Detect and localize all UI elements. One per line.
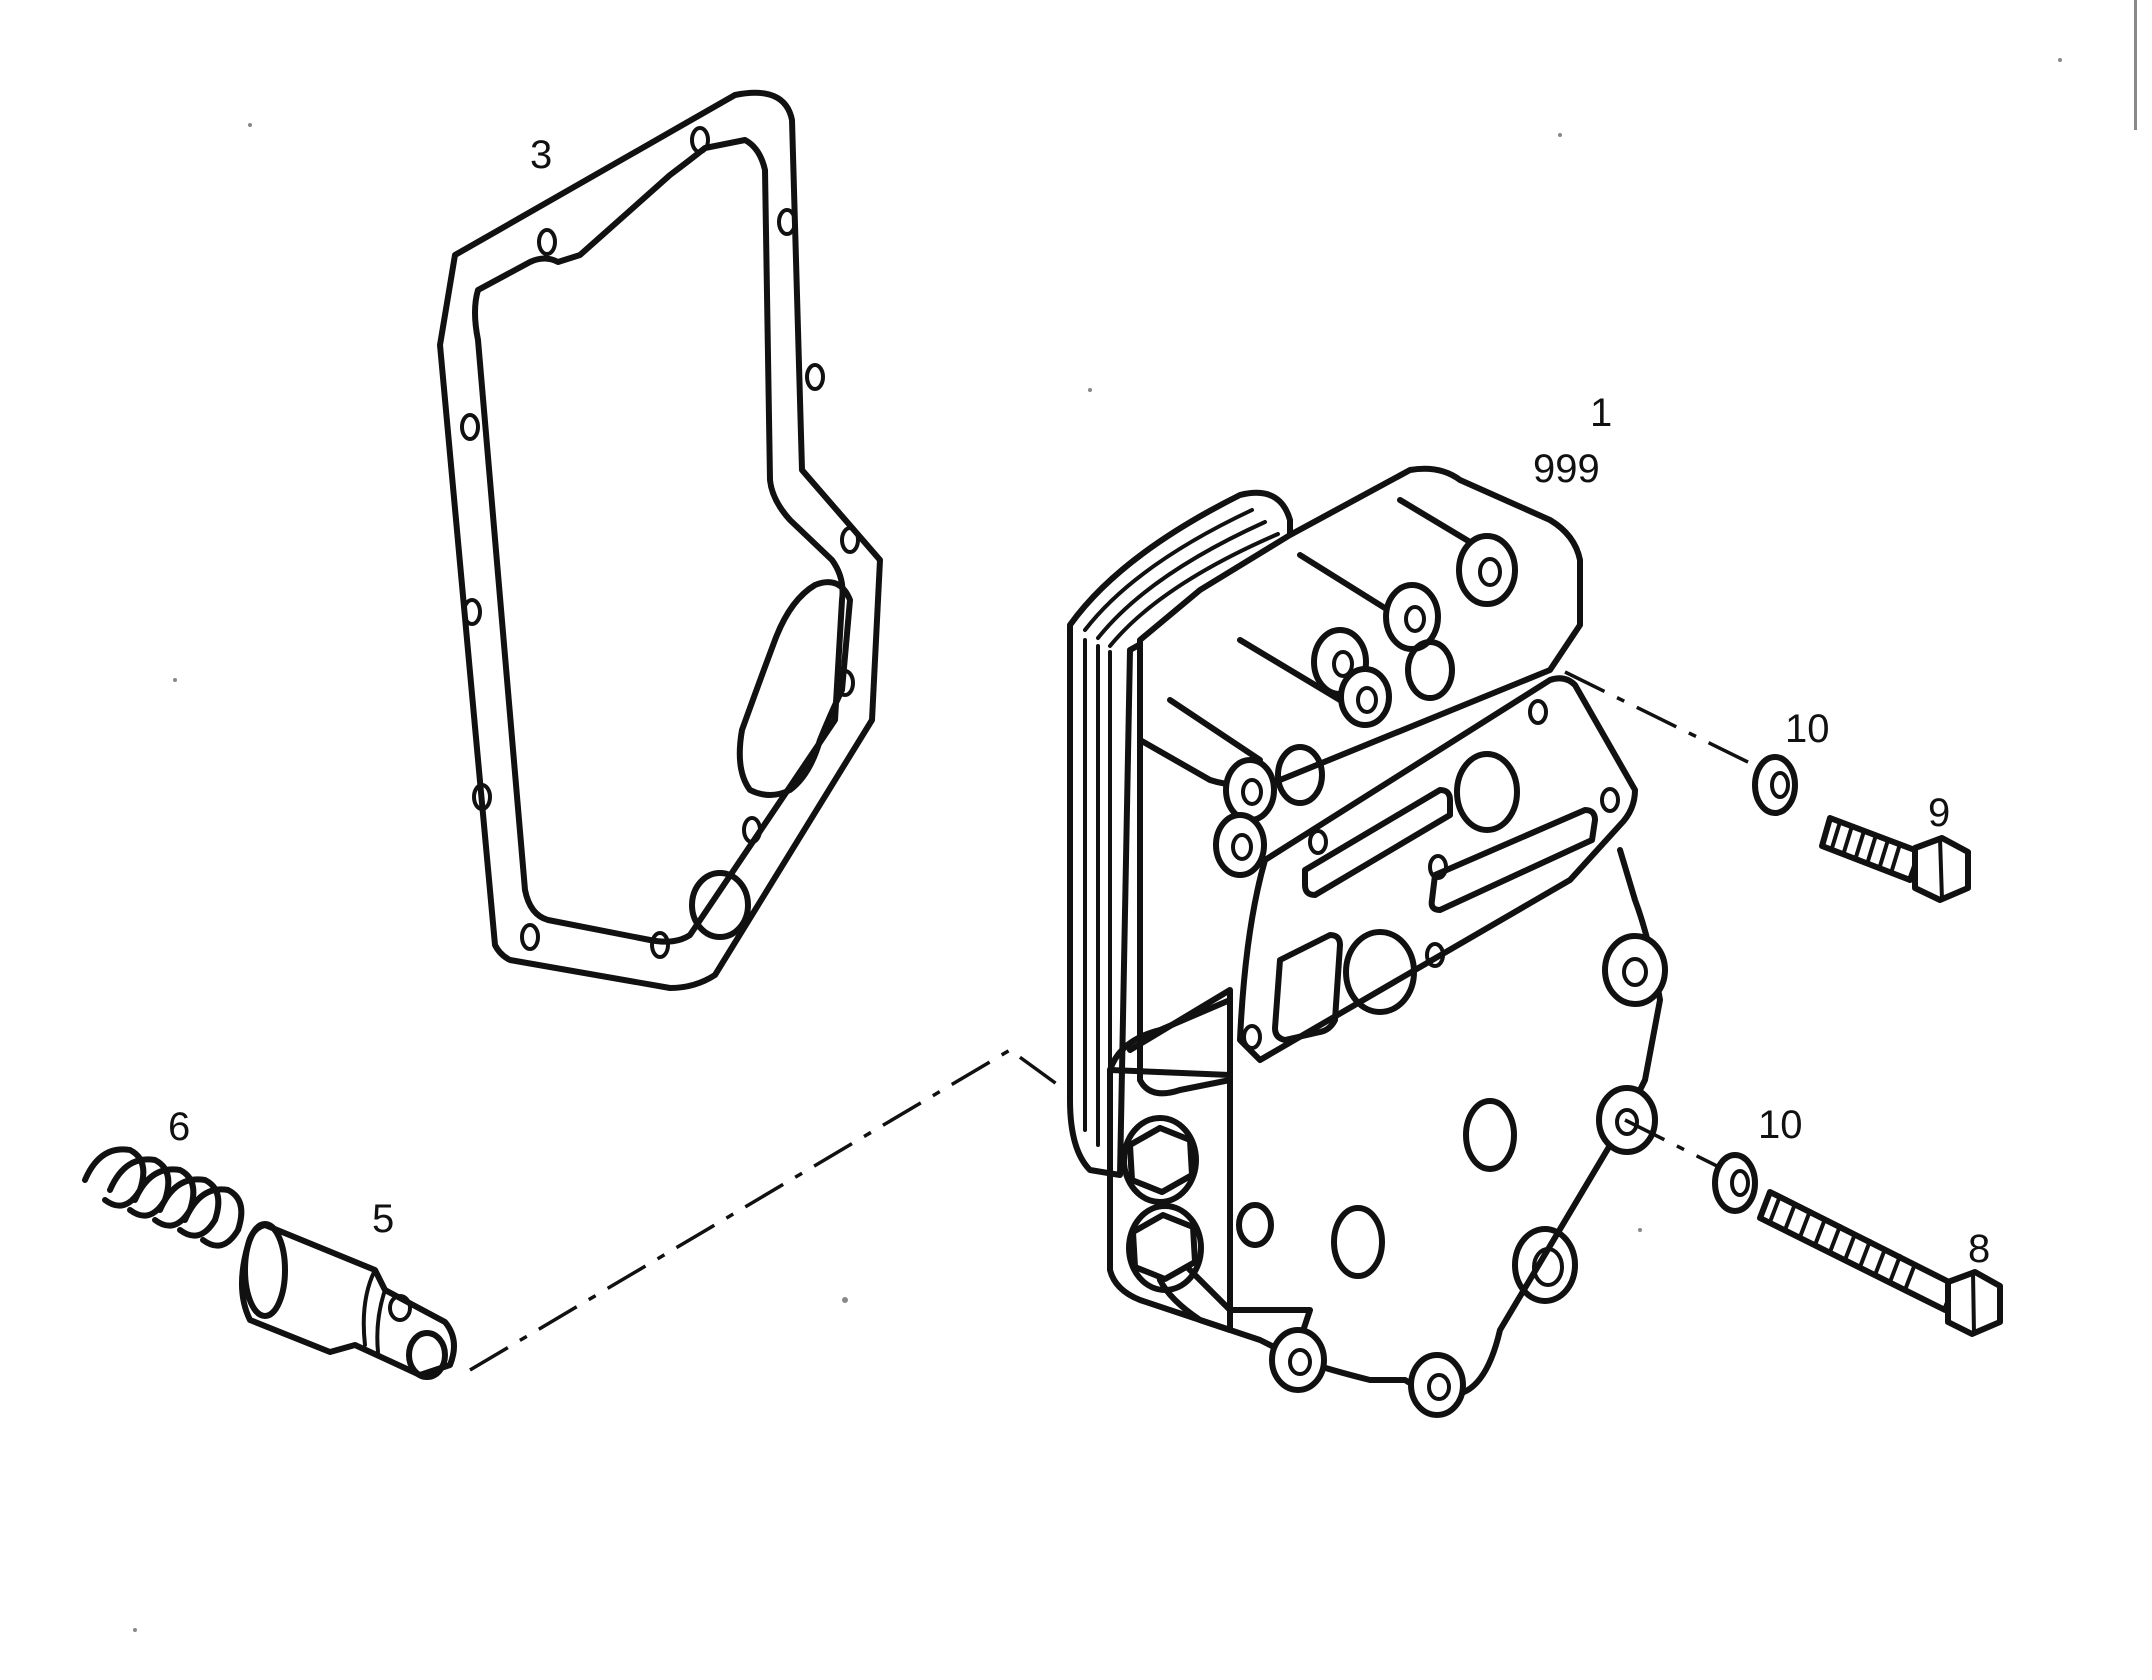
callout-10-lower: 10 [1758, 1103, 1803, 1147]
spring-part-6 [82, 1146, 245, 1249]
scan-specks [133, 0, 2137, 1632]
callout-labels: 1 999 3 5 6 8 9 10 10 [168, 133, 1990, 1271]
callout-999: 999 [1533, 447, 1600, 491]
piston-part-5 [238, 1221, 457, 1380]
bolt-part-8 [1757, 1189, 2003, 1337]
washer-part-10-lower [1712, 1152, 1758, 1214]
callout-5: 5 [372, 1197, 394, 1241]
bolt-part-9 [1819, 815, 1971, 903]
callout-6: 6 [168, 1105, 190, 1149]
callout-10-upper: 10 [1785, 707, 1830, 751]
valve-body-part-1 [1067, 465, 1668, 1418]
callout-1: 1 [1590, 391, 1612, 435]
callout-8: 8 [1968, 1227, 1990, 1271]
gasket-part-3 [437, 89, 883, 991]
callout-3: 3 [530, 133, 552, 177]
callout-9: 9 [1928, 791, 1950, 835]
washer-part-10-upper [1752, 754, 1798, 816]
